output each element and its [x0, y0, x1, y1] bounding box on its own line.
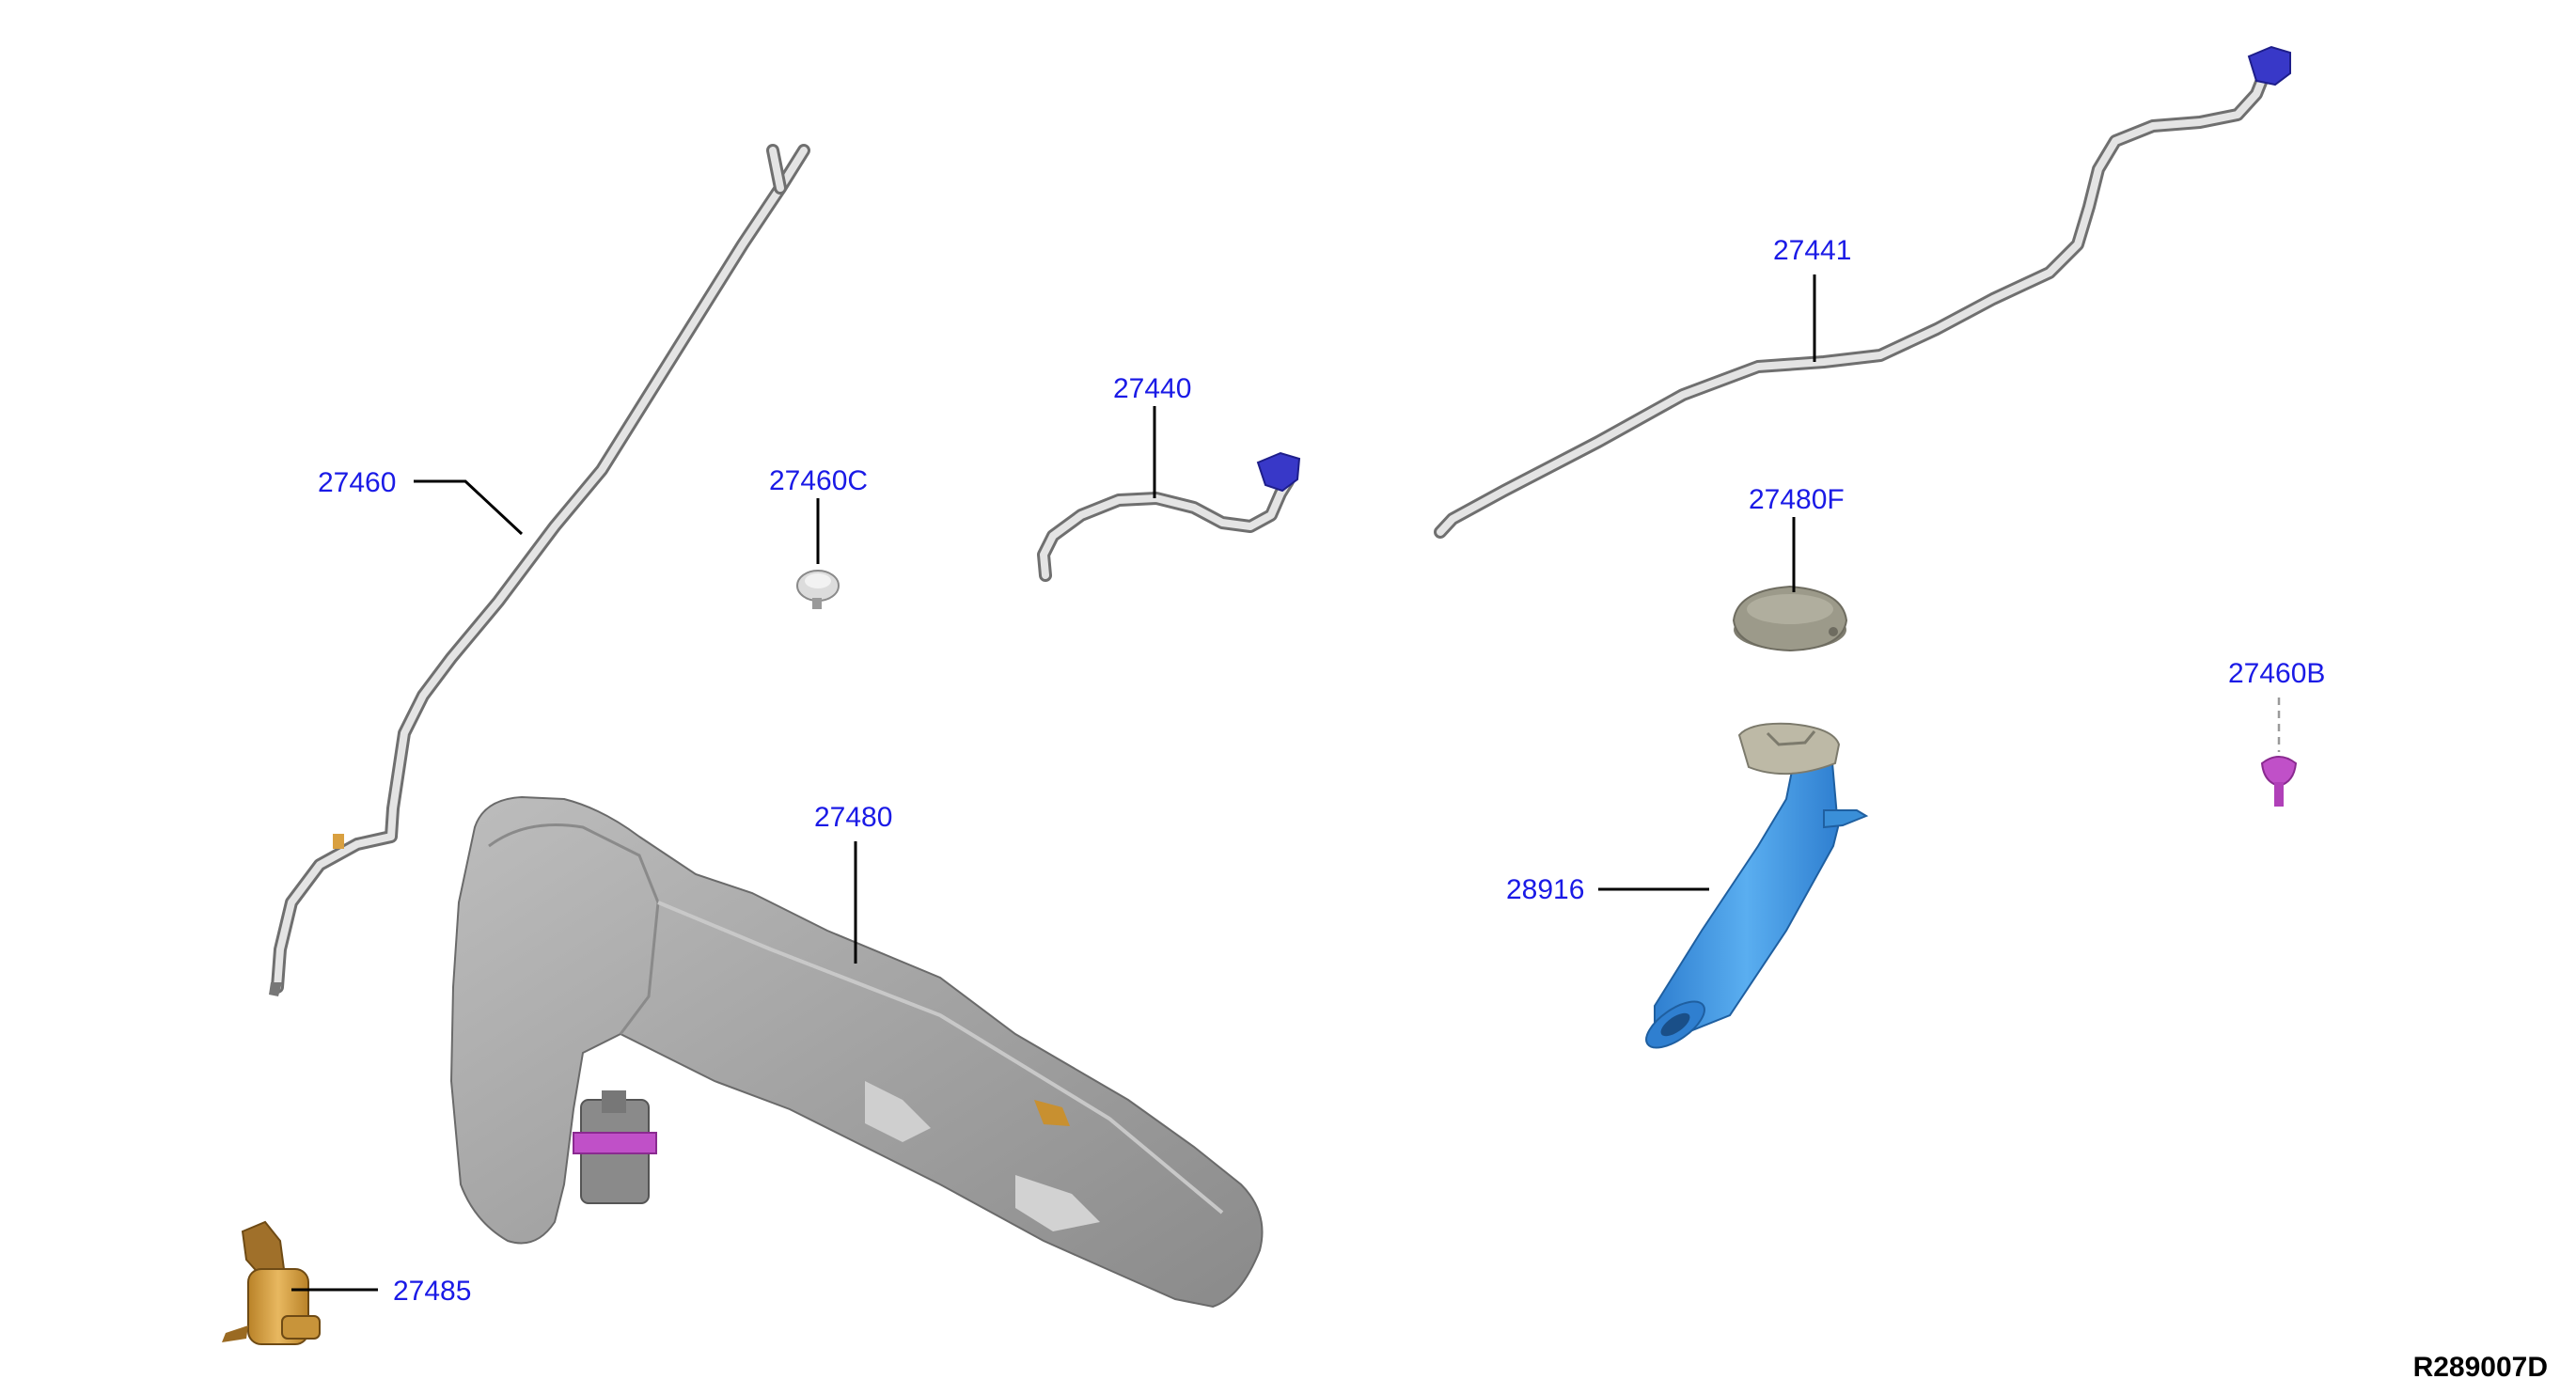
nozzle-connector — [2247, 45, 2291, 86]
label-27460[interactable]: 27460 — [318, 467, 396, 498]
nozzle-connector — [1256, 451, 1301, 493]
label-28916[interactable]: 28916 — [1506, 874, 1584, 905]
leader-lines — [291, 274, 2281, 1292]
label-27460c[interactable]: 27460C — [769, 465, 868, 496]
label-27480f[interactable]: 27480F — [1749, 484, 1845, 515]
tank-motor-housing — [573, 1090, 657, 1204]
label-27440[interactable]: 27440 — [1113, 373, 1191, 404]
cap-27480f[interactable] — [1732, 585, 1848, 652]
label-27480[interactable]: 27480 — [814, 802, 892, 833]
washer-pump-27485[interactable] — [222, 1220, 321, 1345]
label-27460b[interactable]: 27460B — [2228, 658, 2325, 689]
label-27485[interactable]: 27485 — [393, 1276, 471, 1307]
label-27441[interactable]: 27441 — [1773, 235, 1851, 266]
clip-27460b[interactable] — [2260, 756, 2298, 807]
diagram-reference-code: R289007D — [2413, 1352, 2548, 1383]
washer-tank-27480[interactable] — [449, 795, 1264, 1309]
hose-27441[interactable] — [1434, 45, 2291, 539]
hose-band — [333, 834, 344, 849]
hose-27440[interactable] — [1037, 451, 1301, 582]
leader-27460 — [414, 479, 524, 536]
filler-neck-28916[interactable] — [1639, 722, 1869, 1057]
hose-27460[interactable] — [269, 144, 810, 996]
grommet-27460c[interactable] — [796, 570, 840, 609]
